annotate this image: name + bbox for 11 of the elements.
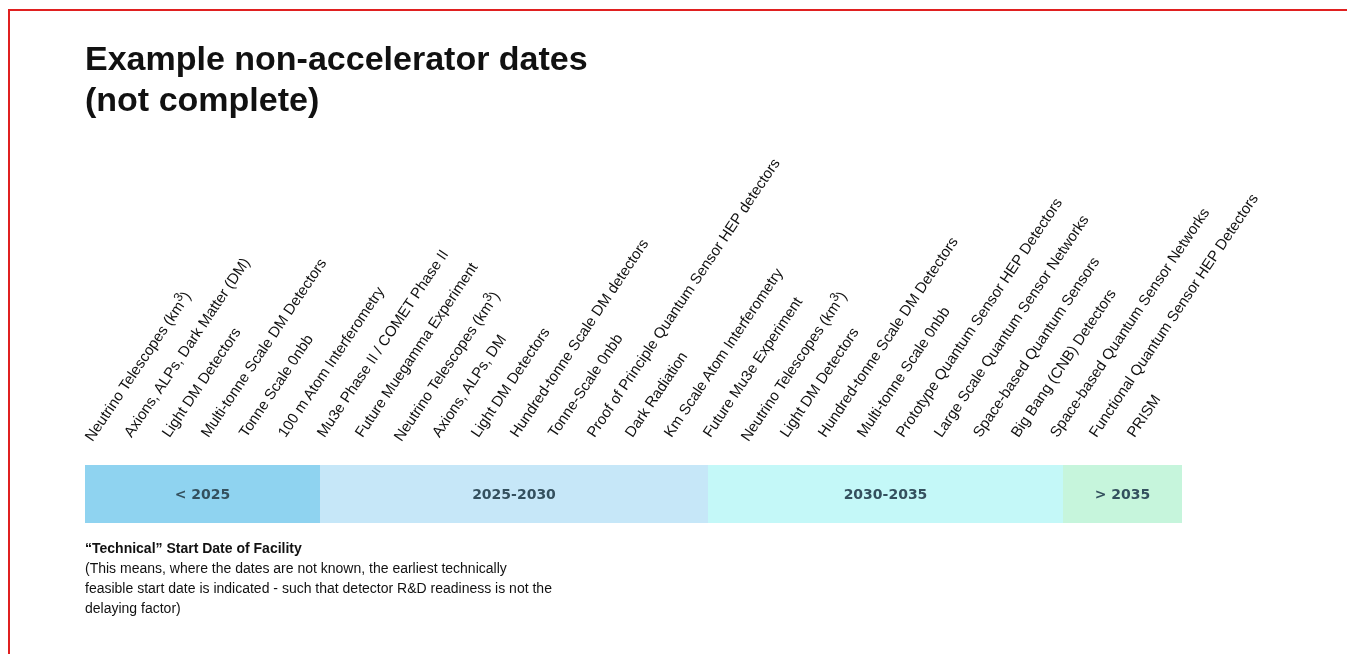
period-label: 2025-2030 bbox=[472, 486, 556, 502]
timeline-band bbox=[708, 465, 1063, 523]
period-label: > 2035 bbox=[1094, 486, 1151, 502]
note-heading: “Technical” Start Date of Facility bbox=[85, 539, 302, 558]
timeline-band bbox=[320, 465, 708, 523]
note-text: (This means, where the dates are not known, the earliest technically feasible start date is indicated - such that detector R&D readiness is not the delaying factor) bbox=[85, 559, 553, 618]
timeline-band bbox=[1063, 465, 1182, 523]
slide-title: Example non-accelerator dates (not complete) bbox=[85, 38, 589, 120]
period-label: < 2025 bbox=[174, 486, 231, 502]
timeline-band bbox=[85, 465, 320, 523]
period-label: 2030-2035 bbox=[843, 486, 928, 502]
